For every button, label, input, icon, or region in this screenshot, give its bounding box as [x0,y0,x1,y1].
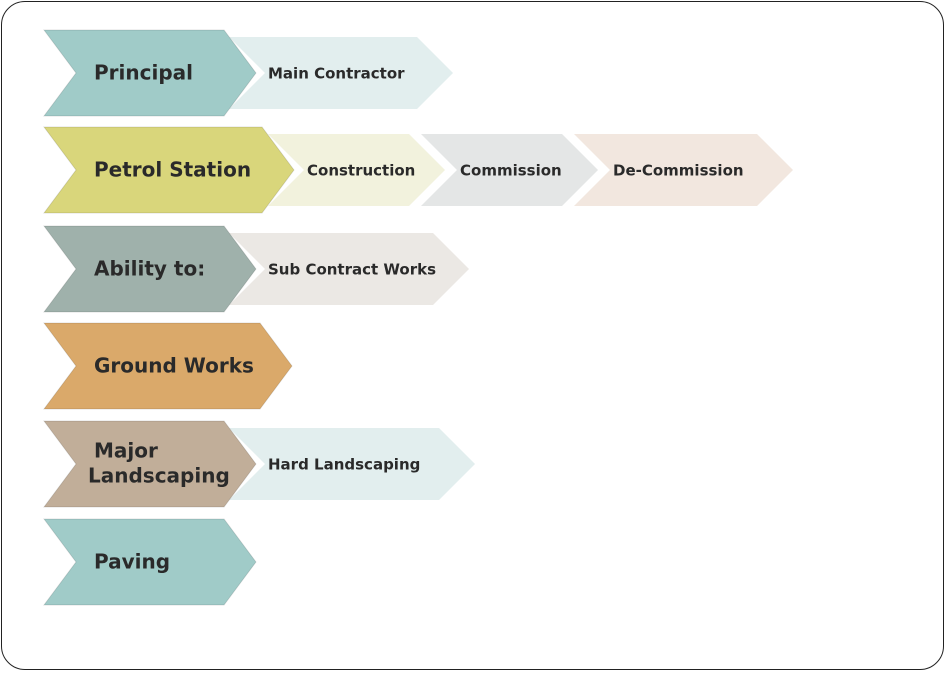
sub-step-chevron [421,134,598,206]
sub-step-chevron [229,37,453,109]
sub-step-chevron [268,134,445,206]
main-step-chevron [43,225,257,313]
process-row: Construction Commission De-Commission Petro… [43,126,793,214]
main-step-label: Petrol Station [94,158,251,182]
sub-step-label: Hard Landscaping [268,456,420,474]
main-step-chevron [43,29,257,117]
sub-step-label: Construction [307,162,415,180]
sub-step-label: Commission [460,162,562,180]
sub-step-chevron [574,134,793,206]
sub-step-label: Main Contractor [268,65,405,83]
main-step-chevron [43,322,293,410]
process-row: Sub Contract Works Ability to: [43,225,469,313]
process-row: Main Contractor Principal [43,29,453,117]
process-row: Paving [43,518,257,606]
main-step-chevron [43,126,295,214]
main-step-chevron [43,420,257,508]
sub-step-chevron [229,428,475,500]
sub-step-label: Sub Contract Works [268,261,436,279]
main-step-label: Ground Works [94,354,254,378]
sub-step-label: De-Commission [613,162,744,180]
sub-step-chevron [229,233,469,305]
main-step-label: Major [94,439,158,463]
main-step-chevron [43,518,257,606]
main-step-label: Landscaping [88,464,230,488]
process-row: Ground Works [43,322,293,410]
main-step-label: Principal [94,61,193,85]
main-step-label: Ability to: [94,257,205,281]
main-step-label: Paving [94,550,170,574]
